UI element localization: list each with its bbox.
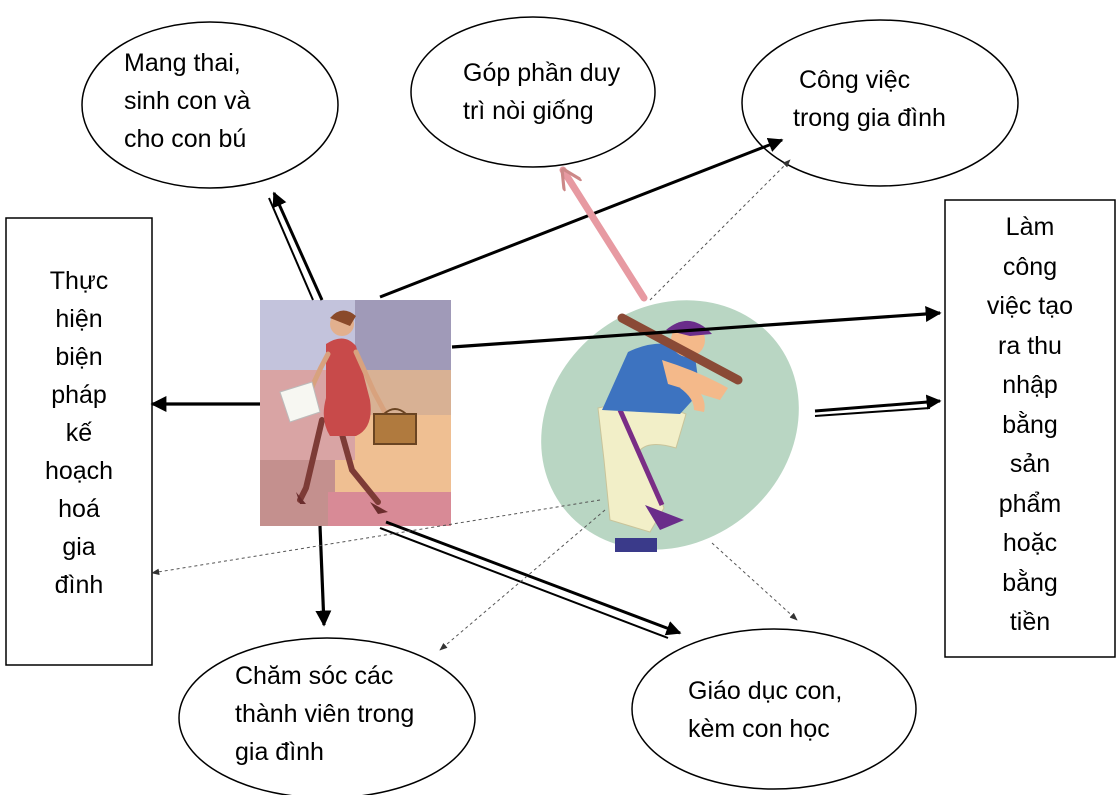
dotted-arrow-to-education — [711, 542, 798, 621]
node-pregnancy-line: sinh con và — [124, 87, 251, 115]
node-family-planning-label: Thực hiện biện pháp kế hoạch hoá gia đìn… — [6, 262, 152, 604]
node-family-planning-line: biện — [55, 343, 103, 371]
node-housework-line: Công việc — [799, 66, 911, 94]
node-income-label: Làm công việc tạo ra thu nhập bằng sản p… — [945, 208, 1115, 643]
node-education-label: Giáo dục con, kèm con học — [688, 672, 842, 748]
node-care-line: Chăm sóc các — [235, 662, 394, 690]
node-family-planning-box — [5, 217, 153, 666]
arrow-pink-to-lineage — [559, 170, 648, 302]
arrow-man-to-income-a — [814, 394, 942, 413]
dotted-arrow-to-housework — [649, 159, 791, 301]
node-family-planning-line: kế — [65, 419, 93, 447]
node-income-line: bằng — [1002, 410, 1058, 439]
node-pregnancy-line: Mang thai, — [124, 49, 241, 77]
node-care-label: Chăm sóc các thành viên trong gia đình — [235, 657, 414, 771]
node-pregnancy-line: cho con bú — [124, 125, 247, 153]
node-family-planning-line: hoá — [58, 495, 100, 523]
node-family-planning-line: gia — [62, 533, 96, 561]
node-pregnancy-ellipse — [81, 21, 339, 189]
node-education-line: Giáo dục con, — [688, 677, 843, 705]
node-care-ellipse — [178, 637, 476, 795]
node-income-line: công — [1002, 252, 1058, 281]
arrow-to-education-b — [379, 527, 669, 639]
node-housework-line: trong gia đình — [793, 104, 946, 132]
woman-with-briefcase-icon — [260, 300, 451, 526]
node-income-line: phẩm — [998, 489, 1062, 518]
node-education-ellipse — [631, 628, 917, 790]
arrow-to-income-from-woman — [451, 306, 942, 349]
node-family-planning-line: hoạch — [44, 457, 114, 485]
dotted-arrow-to-family-planning — [151, 499, 601, 576]
node-lineage-label: Góp phần duy trì nòi giống — [463, 54, 620, 130]
node-income-line: việc tạo — [986, 292, 1074, 320]
node-family-planning-line: đình — [54, 571, 104, 599]
arrow-to-pregnancy-a — [272, 191, 324, 301]
dotted-arrow-to-care — [439, 509, 606, 651]
node-income-line: nhập — [1002, 371, 1058, 399]
node-income-line: Làm — [1005, 213, 1055, 241]
node-income-line: hoặc — [1002, 529, 1058, 557]
node-care-line: gia đình — [235, 738, 324, 766]
node-income-line: sản — [1009, 450, 1051, 478]
arrow-to-pregnancy-b — [268, 197, 314, 301]
arrow-man-to-income-b — [814, 407, 931, 417]
node-income-line: ra thu — [998, 331, 1062, 360]
node-pregnancy-label: Mang thai, sinh con và cho con bú — [124, 44, 250, 158]
node-income-line: bằng — [1002, 568, 1058, 597]
node-family-planning-line: hiện — [55, 305, 103, 333]
node-housework-label: Công việc trong gia đình — [793, 61, 946, 137]
baseball-player-icon — [541, 300, 799, 552]
node-lineage-line: trì nòi giống — [463, 97, 594, 125]
arrow-to-care — [315, 525, 332, 627]
node-lineage-ellipse — [410, 16, 656, 168]
node-care-line: thành viên trong — [235, 700, 415, 728]
node-family-planning-line: pháp — [51, 381, 107, 409]
arrow-to-housework — [379, 137, 784, 299]
arrow-to-education-a — [385, 520, 682, 636]
node-family-planning-line: Thực — [49, 267, 109, 295]
node-income-box — [944, 199, 1116, 658]
node-income-line: tiền — [1009, 608, 1051, 636]
node-housework-ellipse — [741, 19, 1019, 187]
node-lineage-line: Góp phần duy — [463, 59, 621, 87]
node-education-line: kèm con học — [688, 715, 830, 743]
